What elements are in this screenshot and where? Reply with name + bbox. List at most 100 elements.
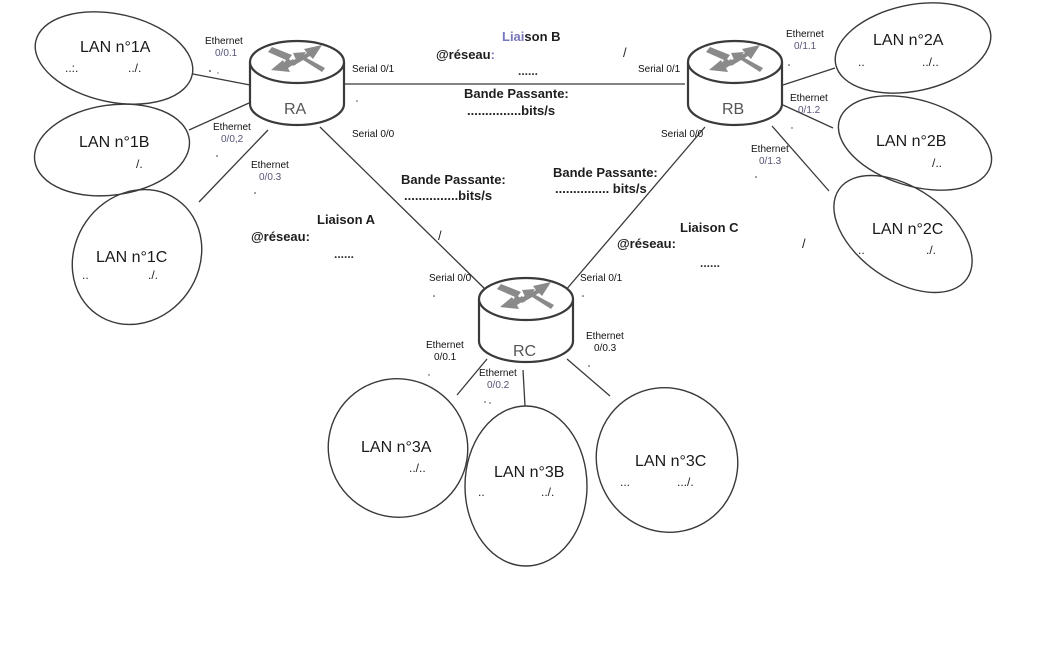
rc-eth1-num: 0/0.1 (434, 352, 457, 363)
router-rc-label: RC (513, 343, 536, 360)
lan-1c: LAN n°1C .. ./. (71, 188, 203, 326)
liaison-c-bandwidth-label: Bande Passante: (553, 165, 658, 180)
rc-serial00: Serial 0/0 (429, 273, 472, 284)
rb-eth2-name: Ethernet (790, 93, 828, 104)
lan-3a-addr-right: ../.. (409, 461, 426, 475)
liaison-b-title-part2: son B (524, 29, 560, 44)
rb-eth1-name: Ethernet (786, 29, 824, 40)
link-rb-lan2b (782, 104, 834, 129)
link-ra-lan1b (188, 102, 250, 131)
ra-eth3-name: Ethernet (251, 160, 289, 171)
rb-eth3-name: Ethernet (751, 144, 789, 155)
lan-1c-ellipse (71, 188, 203, 326)
rc-eth2-name: Ethernet (479, 368, 517, 379)
lan-3a-ellipse (327, 378, 469, 518)
lan-1b: LAN n°1B /. (33, 103, 191, 197)
lan-2b-title: LAN n°2B (876, 133, 946, 150)
rc-eth3-name: Ethernet (586, 331, 624, 342)
liaison-a-network-label: @réseau: (251, 229, 310, 244)
lan-3a-title: LAN n°3A (361, 439, 432, 456)
ra-eth3-num: 0/0.3 (259, 172, 282, 183)
lan-1a-ellipse (34, 11, 194, 105)
lan-1b-title: LAN n°1B (79, 134, 149, 151)
ra-eth1-name: Ethernet (205, 36, 243, 47)
lan-2b-addr-right: /.. (932, 156, 942, 170)
liaison-c-network-label: @réseau: (617, 236, 676, 251)
router-rb[interactable]: RB (686, 39, 784, 127)
liaison-c-network-value: ...... (700, 256, 720, 270)
lan-2c: LAN n°2C .. ./. (833, 174, 973, 294)
lan-3b-ellipse (464, 405, 588, 567)
liaison-a-bandwidth-value: ...............bits/s (404, 188, 492, 203)
liaison-a-bandwidth-label: Bande Passante: (401, 172, 506, 187)
liaison-a-slash: / (438, 228, 442, 243)
rb-serial00: Serial 0/0 (661, 129, 704, 140)
lan-3a: LAN n°3A ../.. (327, 378, 469, 518)
lan-3b-addr-right: ../. (541, 485, 554, 499)
scan-specks (209, 64, 793, 404)
lan-2a-title: LAN n°2A (873, 32, 944, 49)
link-rc-lan3c (566, 358, 611, 397)
link-c (564, 126, 706, 292)
link-rb-lan2c (771, 125, 830, 192)
lan-3b-addr-left: .. (478, 485, 485, 499)
lan-2c-addr-left: .. (858, 243, 865, 257)
liaison-b-title: Liaison B (502, 29, 561, 44)
lan-1c-addr-left: .. (82, 268, 89, 282)
lan-3b-title: LAN n°3B (494, 464, 564, 481)
ra-serial01: Serial 0/1 (352, 64, 395, 75)
liaison-c: Bande Passante: ............... bits/s L… (553, 165, 806, 270)
lan-3c-ellipse (595, 387, 739, 533)
rc-eth1-name: Ethernet (426, 340, 464, 351)
lan-2b: LAN n°2B /.. (837, 95, 993, 191)
lan-1a-addr-right: ../. (128, 61, 141, 75)
liaison-c-slash: / (802, 236, 806, 251)
serial-links (319, 83, 706, 292)
ra-eth2-num: 0/0,2 (221, 134, 244, 145)
liaison-c-title: Liaison C (680, 220, 739, 235)
link-rc-lan3b (522, 369, 526, 407)
lan-3c-title: LAN n°3C (635, 453, 706, 470)
lan-3c: LAN n°3C ... .../. (595, 387, 739, 533)
rc-serial01: Serial 0/1 (580, 273, 623, 284)
rb-eth2-num: 0/1.2 (798, 105, 821, 116)
lan-1c-addr-right: ./. (148, 268, 158, 282)
lan-2b-ellipse (837, 95, 993, 191)
lan-1c-title: LAN n°1C (96, 249, 167, 266)
liaison-b-title-part1: Liai (502, 29, 524, 44)
lan-2a-addr-right: ../.. (922, 55, 939, 69)
link-rc-lan3a (456, 358, 488, 396)
link-a (319, 126, 488, 292)
liaison-b-network-value: ...... (518, 64, 538, 78)
lan-2c-addr-right: ./. (926, 243, 936, 257)
link-ra-lan1c (198, 129, 269, 203)
router-rb-label: RB (722, 101, 744, 118)
lan-2c-title: LAN n°2C (872, 221, 943, 238)
link-rb-lan2a (782, 67, 836, 86)
liaison-a-network-value: ...... (334, 247, 354, 261)
liaison-b-bandwidth-value: ...............bits/s (467, 103, 555, 118)
rc-eth2-num: 0/0.2 (487, 380, 510, 391)
rc-eth3-num: 0/0.3 (594, 343, 617, 354)
liaison-b-slash: / (623, 45, 627, 60)
liaison-b-network: @réseau: (436, 47, 495, 62)
lan-3b: LAN n°3B .. ../. (464, 405, 588, 567)
lan-3c-addr-right: .../. (677, 475, 694, 489)
lan-1b-addr-right: /. (136, 157, 143, 171)
ra-eth2-name: Ethernet (213, 122, 251, 133)
lan-1a-title: LAN n°1A (80, 39, 151, 56)
lan-2c-ellipse (833, 174, 973, 294)
liaison-c-bandwidth-value: ............... bits/s (555, 181, 647, 196)
liaison-b: Liaison B @réseau: / ...... Bande Passan… (436, 29, 627, 118)
router-rc[interactable]: RC (477, 276, 575, 364)
rb-eth1-num: 0/1.1 (794, 41, 817, 52)
ra-serial00: Serial 0/0 (352, 129, 395, 140)
liaison-a: Bande Passante: ...............bits/s Li… (251, 172, 506, 261)
lan-1a-addr-left: ..:. (65, 61, 78, 75)
liaison-b-network-label: @réseau (436, 47, 491, 62)
router-ra[interactable]: RA (248, 39, 346, 127)
lan-2a: LAN n°2A .. ../.. (834, 2, 992, 94)
liaison-b-bandwidth-label: Bande Passante: (464, 86, 569, 101)
rb-serial01: Serial 0/1 (638, 64, 681, 75)
